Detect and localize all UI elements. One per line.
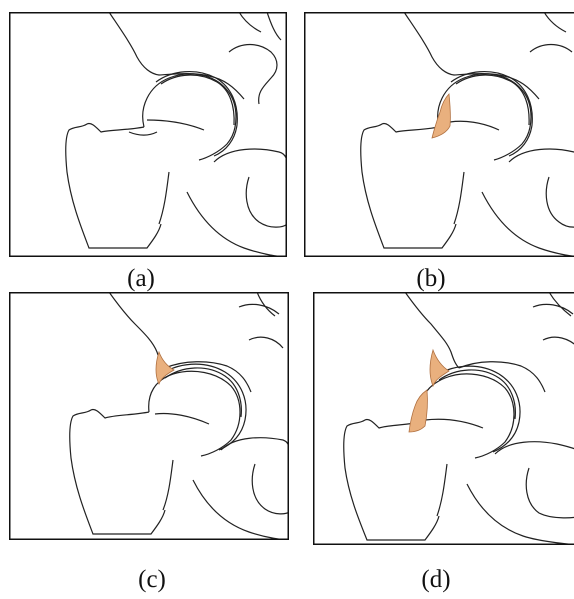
growth-plate-line (155, 413, 209, 424)
growth-plate-line (450, 121, 499, 130)
ischium-outline (467, 484, 574, 545)
trochanter-line (437, 464, 447, 516)
sacral-lines (239, 12, 281, 40)
femur-neck-shaft (361, 123, 456, 248)
caption-d: (d) (406, 567, 466, 592)
femur-neck-shaft (66, 123, 161, 248)
pelvic-contour (239, 292, 283, 348)
ischium-outline (193, 480, 289, 540)
hip-joint-drawing (313, 292, 574, 545)
femur-neck-shaft (70, 409, 165, 534)
ischium-outline (187, 192, 287, 257)
acetabulum-rim (156, 72, 237, 156)
panel-a (9, 12, 287, 257)
pelvic-contour (530, 12, 572, 52)
cam-lesion (409, 390, 427, 432)
caption-c: (c) (122, 567, 182, 592)
panel-c (9, 292, 289, 540)
femoral-head (438, 74, 531, 160)
trochanter-line (159, 172, 169, 224)
hip-joint-drawing (9, 292, 289, 540)
obturator-inner (246, 177, 287, 227)
ischium-outline (482, 192, 574, 257)
acetabulum-rim (451, 72, 532, 156)
obturator-upper (214, 149, 287, 162)
caption-a: (a) (111, 266, 171, 291)
growth-plate-line (425, 419, 483, 428)
panel-frame (314, 293, 574, 545)
femoral-head (143, 74, 236, 160)
caption-b: (b) (401, 266, 461, 291)
obturator-inner (546, 177, 574, 227)
growth-plate-line (147, 120, 204, 130)
panel-d (313, 292, 574, 545)
femur-neck-shaft (344, 419, 439, 540)
neck-line (129, 132, 157, 135)
trochanter-line (163, 460, 173, 510)
obturator-inner (252, 464, 289, 514)
trochanter-line (454, 172, 464, 224)
ilium-outline (109, 292, 165, 368)
panel-frame (10, 293, 289, 540)
obturator-inner (526, 468, 574, 518)
hip-joint-drawing (304, 12, 574, 257)
pelvic-contour (533, 292, 574, 348)
femoral-head (420, 374, 514, 458)
panel-b (304, 12, 574, 257)
pincer-lesion (156, 352, 174, 384)
obturator-upper (509, 149, 574, 162)
hip-joint-drawing (9, 12, 287, 257)
pelvic-contour (229, 45, 277, 105)
